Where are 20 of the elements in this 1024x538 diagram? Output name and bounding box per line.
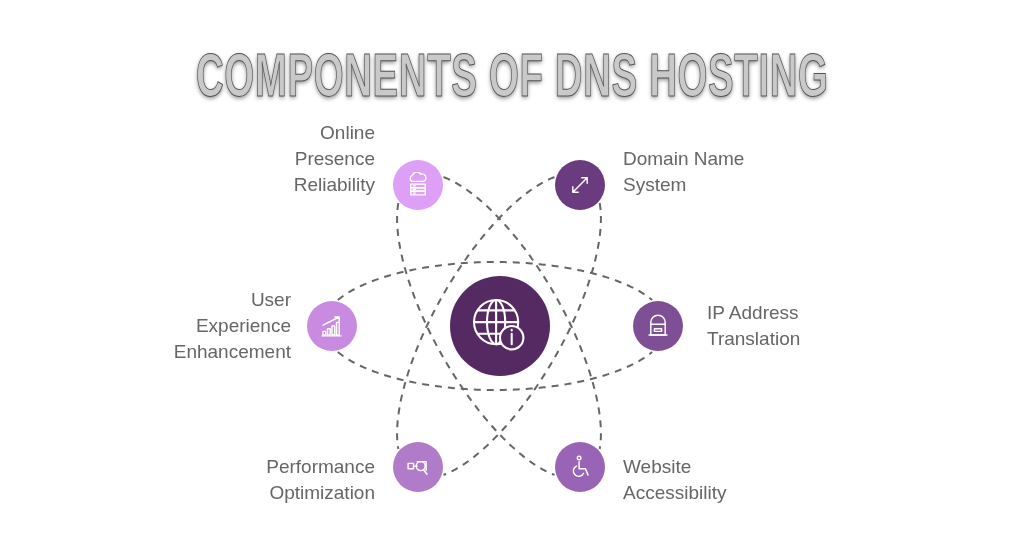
component-circle xyxy=(393,442,443,492)
dashed-orbit-line xyxy=(336,261,654,301)
component-label: User Experience Enhancement xyxy=(172,288,291,364)
dashed-orbit-line xyxy=(396,202,556,476)
component-circle xyxy=(633,301,683,351)
component-label: Domain Name System xyxy=(623,147,746,197)
dashed-orbit-line xyxy=(442,176,602,450)
component-circle xyxy=(307,301,357,351)
component-label: Website Accessibility xyxy=(623,455,728,505)
component-circle xyxy=(555,160,605,210)
component-circle xyxy=(555,442,605,492)
component-label: Performance Optimization xyxy=(265,455,375,505)
component-circle xyxy=(393,160,443,210)
dashed-orbit-line xyxy=(442,202,602,476)
diagram-title: COMPONENTS OF DNS HOSTING xyxy=(195,40,829,110)
dashed-orbit-line xyxy=(396,176,556,450)
component-label: IP Address Translation xyxy=(707,301,802,351)
component-label: Online Presence Reliability xyxy=(292,121,375,197)
hub-circle xyxy=(450,276,550,376)
dashed-orbit-line xyxy=(336,351,654,391)
